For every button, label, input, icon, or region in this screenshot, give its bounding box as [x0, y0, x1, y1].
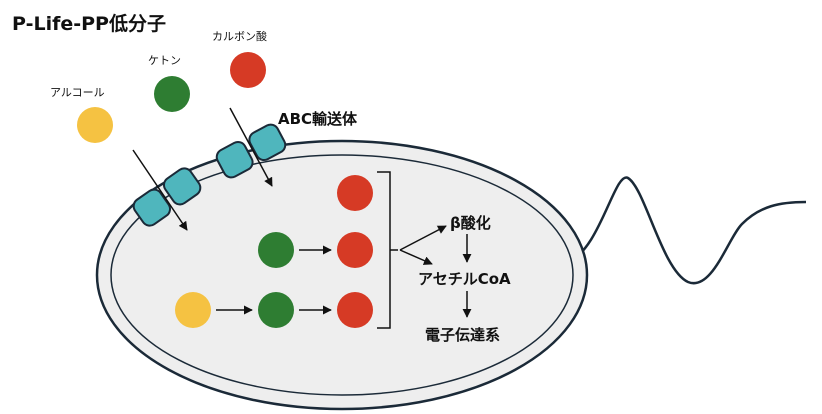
carboxylic-acid-label: カルボン酸: [212, 29, 267, 43]
acetyl-coa-label: アセチルCoA: [418, 270, 511, 288]
abc-transporter-left: [132, 167, 202, 227]
inner-carboxylic-acid-1: [337, 175, 373, 211]
ketone-label: ケトン: [148, 54, 181, 67]
import-arrow-right: [229, 107, 273, 187]
alcohol-molecule: [77, 107, 113, 143]
to-acetyl-coa-arrow: [399, 249, 433, 265]
abc-transporter-right: [215, 123, 287, 179]
cell-inner-membrane: [110, 154, 574, 396]
abc-transporter-label: ABC輸送体: [278, 110, 358, 128]
alcohol-label: アルコール: [50, 86, 105, 99]
cell-outer-membrane: [95, 139, 589, 411]
inner-ketone-2: [258, 292, 294, 328]
to-beta-oxidation-arrow: [399, 225, 447, 251]
ketone-molecule: [154, 76, 190, 112]
inner-carboxylic-acid-2: [337, 232, 373, 268]
electron-transport-label: 電子伝達系: [425, 326, 500, 344]
inner-carboxylic-acid-3: [337, 292, 373, 328]
acid-group-bracket: [377, 171, 398, 329]
inner-alcohol: [175, 292, 211, 328]
inner-ketone-1: [258, 232, 294, 268]
carboxylic-acid-molecule: [230, 52, 266, 88]
beta-oxidation-label: β酸化: [450, 214, 491, 232]
page-title: P-Life-PP低分子: [12, 12, 166, 35]
flagellum: [567, 176, 807, 285]
import-arrow-left: [132, 149, 188, 231]
